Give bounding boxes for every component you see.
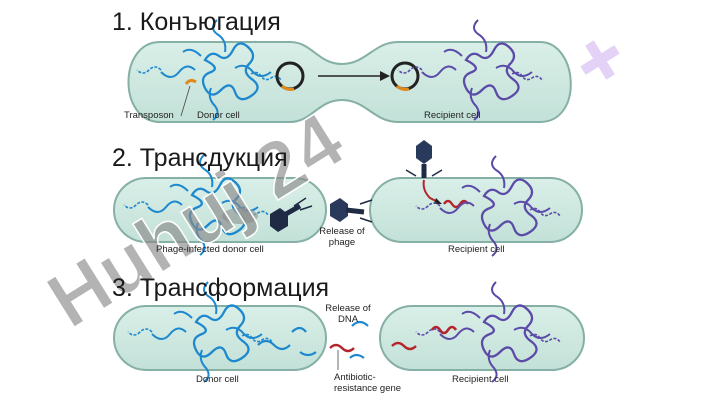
uptaken-dna-fragment	[391, 341, 417, 351]
phage-icon-released	[330, 198, 373, 223]
label-recipient-cell: Recipient cell	[452, 374, 509, 385]
section-transduction	[113, 140, 583, 258]
label-release-line1: Release of	[325, 303, 371, 314]
resistance-gene-fragment	[329, 343, 355, 353]
label-antibiotic-resistance-gene: Antibiotic- resistance gene	[334, 372, 401, 394]
transformation-donor-cell	[113, 305, 327, 371]
label-release-of-dna: Release of DNA	[318, 303, 378, 325]
released-dna-fragment	[299, 351, 317, 357]
watermark-plus-icon	[580, 40, 620, 80]
conjugation-cell-pair	[127, 41, 572, 123]
phage-icon-inside	[270, 197, 313, 232]
label-recipient-cell: Recipient cell	[424, 110, 481, 121]
injected-dna-strand	[422, 179, 439, 203]
label-release-line2: phage	[328, 237, 356, 248]
section-3-title: 3. Трансформация	[112, 274, 330, 302]
label-donor-cell: Donor cell	[197, 110, 240, 121]
label-release-line1: Release of	[319, 226, 365, 237]
transposon-segment	[184, 78, 197, 85]
label-release-of-phage: Release of phage	[314, 226, 370, 248]
transposon-pointer	[180, 85, 191, 117]
label-donor-cell: Donor cell	[196, 374, 239, 385]
degraded-dna-region	[222, 208, 258, 224]
transduction-recipient-cell	[369, 177, 583, 243]
section-transformation	[113, 280, 585, 384]
section-1-title: 1. Конъюгация	[112, 8, 281, 36]
label-recipient-cell: Recipient cell	[448, 244, 505, 255]
released-dna-fragment	[349, 353, 365, 359]
section-conjugation	[127, 18, 572, 123]
released-dna-fragment	[291, 326, 307, 333]
label-gene-line1: Antibiotic-	[334, 372, 376, 383]
transformation-recipient-cell	[379, 305, 585, 371]
phage-icon-attached	[405, 140, 443, 178]
integrated-resistance-gene	[430, 325, 458, 335]
section-2-title: 2. Трансдукция	[112, 144, 288, 172]
transfer-arrow-head	[380, 71, 390, 81]
transduced-plasmid-segment	[443, 199, 469, 209]
label-phage-infected-donor: Phage-infected donor cell	[156, 244, 264, 255]
released-dna-fragment	[351, 320, 369, 327]
label-gene-line2: resistance gene	[334, 383, 402, 394]
label-transposon: Transposon	[124, 110, 174, 121]
released-dna-fragment	[257, 339, 291, 351]
label-release-line2: DNA	[337, 314, 359, 325]
